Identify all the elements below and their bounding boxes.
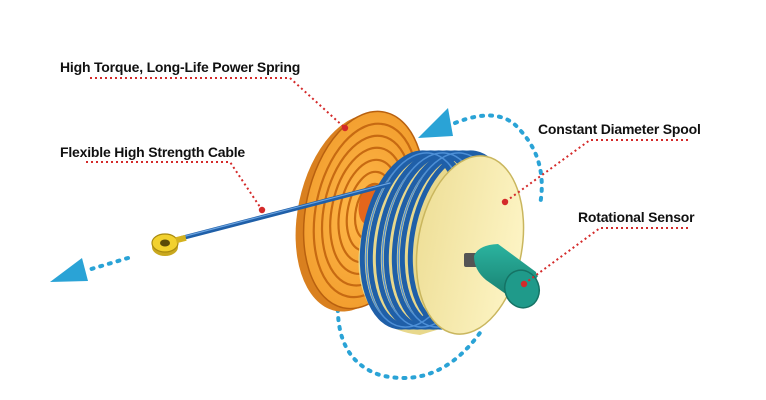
leader-lines: [86, 77, 688, 285]
label-sensor: Rotational Sensor: [578, 209, 695, 225]
leader-dots: [258, 124, 528, 288]
ring-terminal-icon: [151, 233, 187, 256]
leader-power-spring: [90, 77, 346, 129]
leader-sensor: [523, 227, 688, 285]
cable: [179, 181, 393, 241]
label-spool: Constant Diameter Spool: [538, 121, 701, 137]
spool-icon: [358, 150, 525, 335]
label-cable: Flexible High Strength Cable: [60, 144, 245, 160]
label-power-spring: High Torque, Long-Life Power Spring: [60, 59, 300, 75]
leader-cable: [86, 161, 263, 211]
motion-arrow-icon: [50, 108, 544, 380]
